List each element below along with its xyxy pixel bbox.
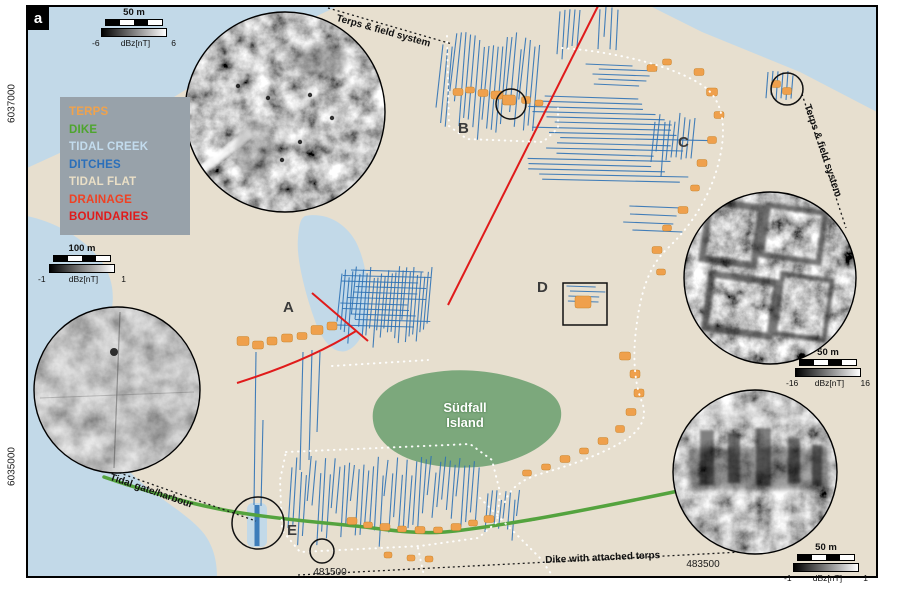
- axis-label-northing-bottom: 6035000: [6, 447, 18, 486]
- axis-label-northing-top: 6037000: [6, 84, 18, 123]
- colorbar-gradient: [101, 28, 167, 37]
- site-marker-c: C: [678, 134, 689, 151]
- legend: TERPS DIKE TIDAL CREEK DITCHES TIDAL FLA…: [60, 97, 190, 235]
- marker-circle-e: [309, 538, 335, 564]
- scalebar-bar: [799, 359, 857, 366]
- drainage-dotted-lines: [278, 35, 724, 577]
- map-frame: [26, 5, 878, 578]
- colorbar-gradient: [795, 368, 861, 377]
- colorbar-unit: dBz[nT]: [68, 274, 99, 284]
- site-marker-circles: [231, 72, 804, 564]
- tidal-creek-shape: [297, 215, 369, 352]
- inset-bottomright-magnetogram: [672, 389, 838, 555]
- colorbar-max: 16: [860, 378, 870, 388]
- colorbar-min: -6: [92, 38, 100, 48]
- scalebar-bottomright: 50 m -1 dBz[nT] 1: [784, 542, 868, 584]
- scalebar-topleft: 50 m -6 dBz[nT] 6: [92, 7, 176, 49]
- site-marker-a: A: [283, 299, 294, 316]
- legend-item-dike: DIKE: [69, 123, 98, 136]
- marker-square-d: [562, 282, 608, 326]
- scalebar-bar: [53, 255, 111, 262]
- colorbar-min: -16: [786, 378, 799, 388]
- colorbar-min: -1: [38, 274, 46, 284]
- island-shape: [372, 370, 562, 468]
- ditches-layer: [253, 6, 794, 547]
- legend-item-terps: TERPS: [69, 106, 109, 118]
- colorbar-gradient: [49, 264, 115, 273]
- colorbar-max: 1: [863, 573, 868, 583]
- inset-right-magnetogram: [683, 191, 857, 365]
- marker-circle-b: [495, 88, 527, 120]
- scalebar-right: 50 m -16 dBz[nT] 16: [786, 347, 870, 389]
- site-marker-e: E: [287, 522, 298, 539]
- terps-layer: [236, 58, 792, 563]
- legend-item-boundaries: BOUNDARIES: [69, 211, 149, 223]
- axis-label-easting-right: 483500: [686, 559, 720, 570]
- legend-item-ditches: DITCHES: [69, 158, 121, 171]
- colorbar-min: -1: [784, 573, 792, 583]
- panel-label: a: [27, 6, 49, 30]
- inset-topleft-magnetogram: [184, 11, 386, 213]
- scalebar-distance: 50 m: [817, 347, 839, 358]
- colorbar-gradient: [793, 563, 859, 572]
- colorbar-unit: dBz[nT]: [814, 378, 845, 388]
- colorbar-max: 1: [121, 274, 126, 284]
- marker-circle-tidal-gate: [231, 496, 285, 550]
- inset-left-magnetogram: [33, 306, 201, 474]
- scalebar-distance: 100 m: [68, 243, 96, 254]
- scalebar-distance: 50 m: [815, 542, 837, 553]
- colorbar-max: 6: [171, 38, 176, 48]
- boundary-lines: [236, 6, 599, 384]
- scalebar-bar: [105, 19, 163, 26]
- scalebar-distance: 50 m: [123, 7, 145, 18]
- colorbar-unit: dBz[nT]: [120, 38, 151, 48]
- scalebar-bar: [797, 554, 855, 561]
- label-suedfall-island: Südfall Island: [443, 400, 487, 430]
- site-marker-b: B: [458, 120, 469, 137]
- marker-circle-topright: [770, 72, 804, 106]
- legend-item-drainage: DRAINAGE: [69, 193, 132, 206]
- magnetometry-insets: [33, 11, 857, 555]
- legend-item-tidal-flat: TIDAL FLAT: [69, 176, 137, 188]
- site-marker-d: D: [537, 279, 548, 296]
- annotation-dotted-lines: [99, 7, 847, 576]
- legend-item-tidal-creek: TIDAL CREEK: [69, 141, 149, 153]
- colorbar-unit: dBz[nT]: [812, 573, 843, 583]
- axis-label-easting-left: 481500: [313, 567, 347, 578]
- scalebar-left: 100 m -1 dBz[nT] 1: [38, 243, 126, 285]
